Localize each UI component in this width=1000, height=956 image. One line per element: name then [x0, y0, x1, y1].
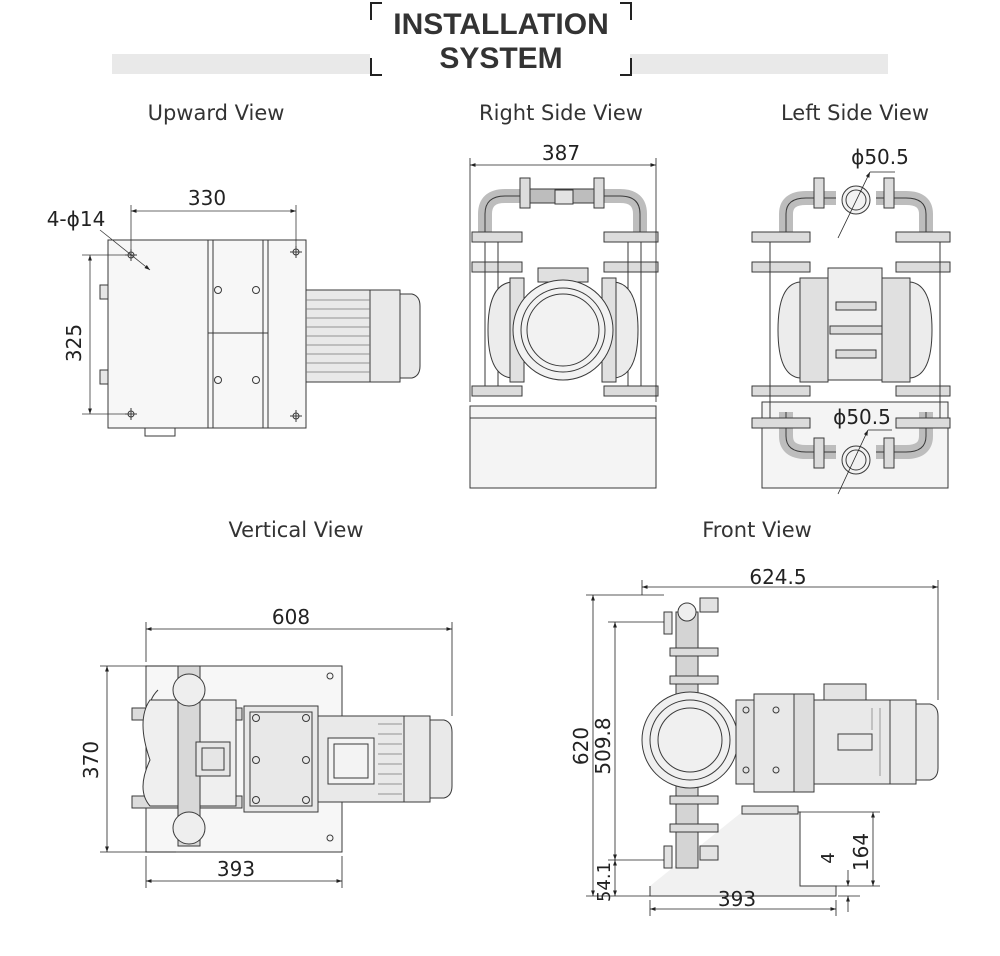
vertical-width-dim: 608: [272, 605, 310, 629]
vertical-view-label: Vertical View: [228, 518, 364, 542]
bracket-top-right: [620, 2, 632, 20]
vertical-base-dim: 393: [217, 857, 255, 881]
header-banner: INSTALLATION SYSTEM: [0, 0, 1000, 80]
front-inlet-height-dim: 509.8: [591, 717, 615, 774]
upward-hole-dim: 4-ϕ14: [47, 207, 106, 231]
left-side-view-label: Left Side View: [780, 101, 930, 125]
front-width-dim: 624.5: [749, 565, 806, 589]
front-outlet-height-dim: 54.1: [594, 862, 615, 902]
front-total-height-dim: 620: [569, 727, 593, 765]
bracket-top-left: [370, 2, 382, 20]
upward-view-label: Upward View: [147, 101, 285, 125]
vertical-view: [131, 665, 453, 853]
left-side-port-top-dim: ϕ50.5: [851, 145, 909, 169]
bracket-bottom-left: [370, 58, 382, 76]
left-side-view: [751, 177, 951, 489]
left-side-port-bottom-dim: ϕ50.5: [833, 405, 891, 429]
page-title-line1: INSTALLATION: [393, 8, 609, 41]
front-base-dim: 393: [718, 887, 756, 911]
motor: [813, 699, 939, 785]
header-box: [370, 2, 630, 74]
front-view-label: Front View: [702, 518, 812, 542]
page-title-line2: SYSTEM: [439, 42, 563, 75]
upward-height-dim: 325: [62, 324, 86, 362]
vertical-height-dim: 370: [79, 741, 103, 779]
front-foot-dim: 4: [818, 852, 839, 863]
front-mount-dim: 164: [849, 833, 873, 871]
upward-width-dim: 330: [188, 186, 226, 210]
bracket-bottom-right: [620, 58, 632, 76]
mount-hole-icon: [125, 246, 302, 422]
upward-view: [82, 205, 421, 437]
right-side-view: [469, 177, 659, 489]
right-side-width-dim: 387: [542, 141, 580, 165]
right-side-view-label: Right Side View: [479, 101, 643, 125]
front-view: [641, 597, 939, 897]
